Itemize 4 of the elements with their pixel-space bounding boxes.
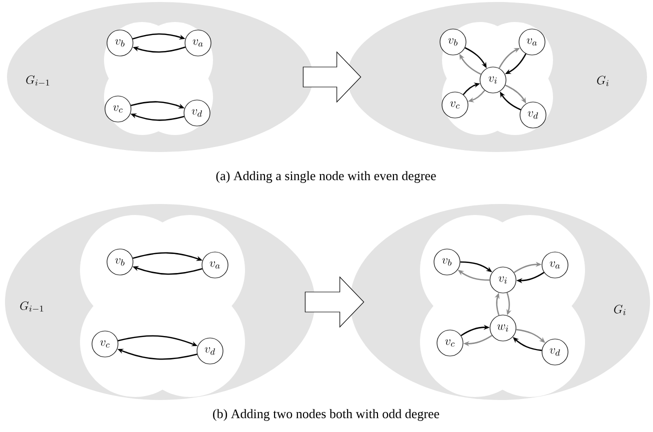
block-arrow [302, 51, 362, 103]
subcaption: (a) Adding a single node with even degree [216, 171, 436, 183]
subcaption: (b) Adding two nodes both with odd degree [213, 409, 440, 421]
block-arrow [304, 276, 364, 328]
